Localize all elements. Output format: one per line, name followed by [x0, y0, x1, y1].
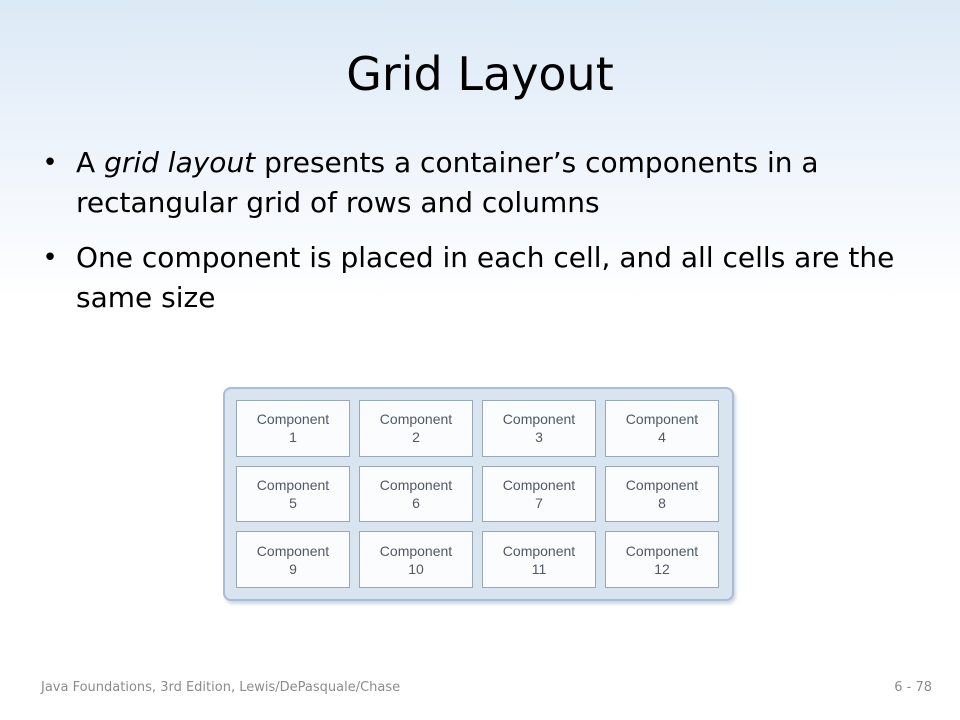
cell-number: 7 [535, 494, 543, 511]
cell-number: 5 [289, 494, 297, 511]
page-number: 6 - 78 [894, 680, 932, 695]
bullet-text: A grid layout presents a container’s com… [76, 146, 819, 219]
bullet-dot-icon: • [42, 148, 58, 178]
cell-label: Component [625, 542, 699, 559]
cell-number: 6 [412, 494, 420, 511]
cell-number: 1 [289, 429, 297, 446]
bullet-item: • A grid layout presents a container’s c… [40, 143, 930, 223]
cell-number: 3 [535, 429, 543, 446]
bullet-text: One component is placed in each cell, an… [76, 241, 895, 314]
cell-label: Component [625, 476, 699, 493]
cell-label: Component [256, 542, 330, 559]
cell-label: Component [256, 411, 330, 428]
footer-source: Java Foundations, 3rd Edition, Lewis/DeP… [41, 680, 401, 695]
cell-number: 10 [408, 560, 424, 577]
cell-number: 2 [412, 429, 420, 446]
bullet-text-end: presents a container’s components in a r… [76, 146, 819, 219]
cell-label: Component [256, 476, 330, 493]
bullet-dot-icon: • [42, 243, 58, 273]
cell-label: Component [379, 476, 453, 493]
cell-label: Component [502, 411, 576, 428]
cell-label: Component [502, 476, 576, 493]
cell-number: 8 [658, 494, 666, 511]
bullet-text-start: A [76, 146, 105, 179]
cell-number: 12 [654, 560, 670, 577]
bullet-list: • A grid layout presents a container’s c… [40, 143, 930, 333]
cell-label: Component [502, 542, 576, 559]
cell-number: 9 [289, 560, 297, 577]
cell-label: Component [379, 411, 453, 428]
slide-title: Grid Layout [346, 47, 614, 101]
cell-label: Component [625, 411, 699, 428]
cell-number: 11 [531, 560, 547, 577]
bullet-emphasis: grid layout [104, 146, 256, 179]
cell-number: 4 [658, 429, 666, 446]
cell-label: Component [379, 542, 453, 559]
bullet-item: • One component is placed in each cell, … [40, 238, 930, 318]
